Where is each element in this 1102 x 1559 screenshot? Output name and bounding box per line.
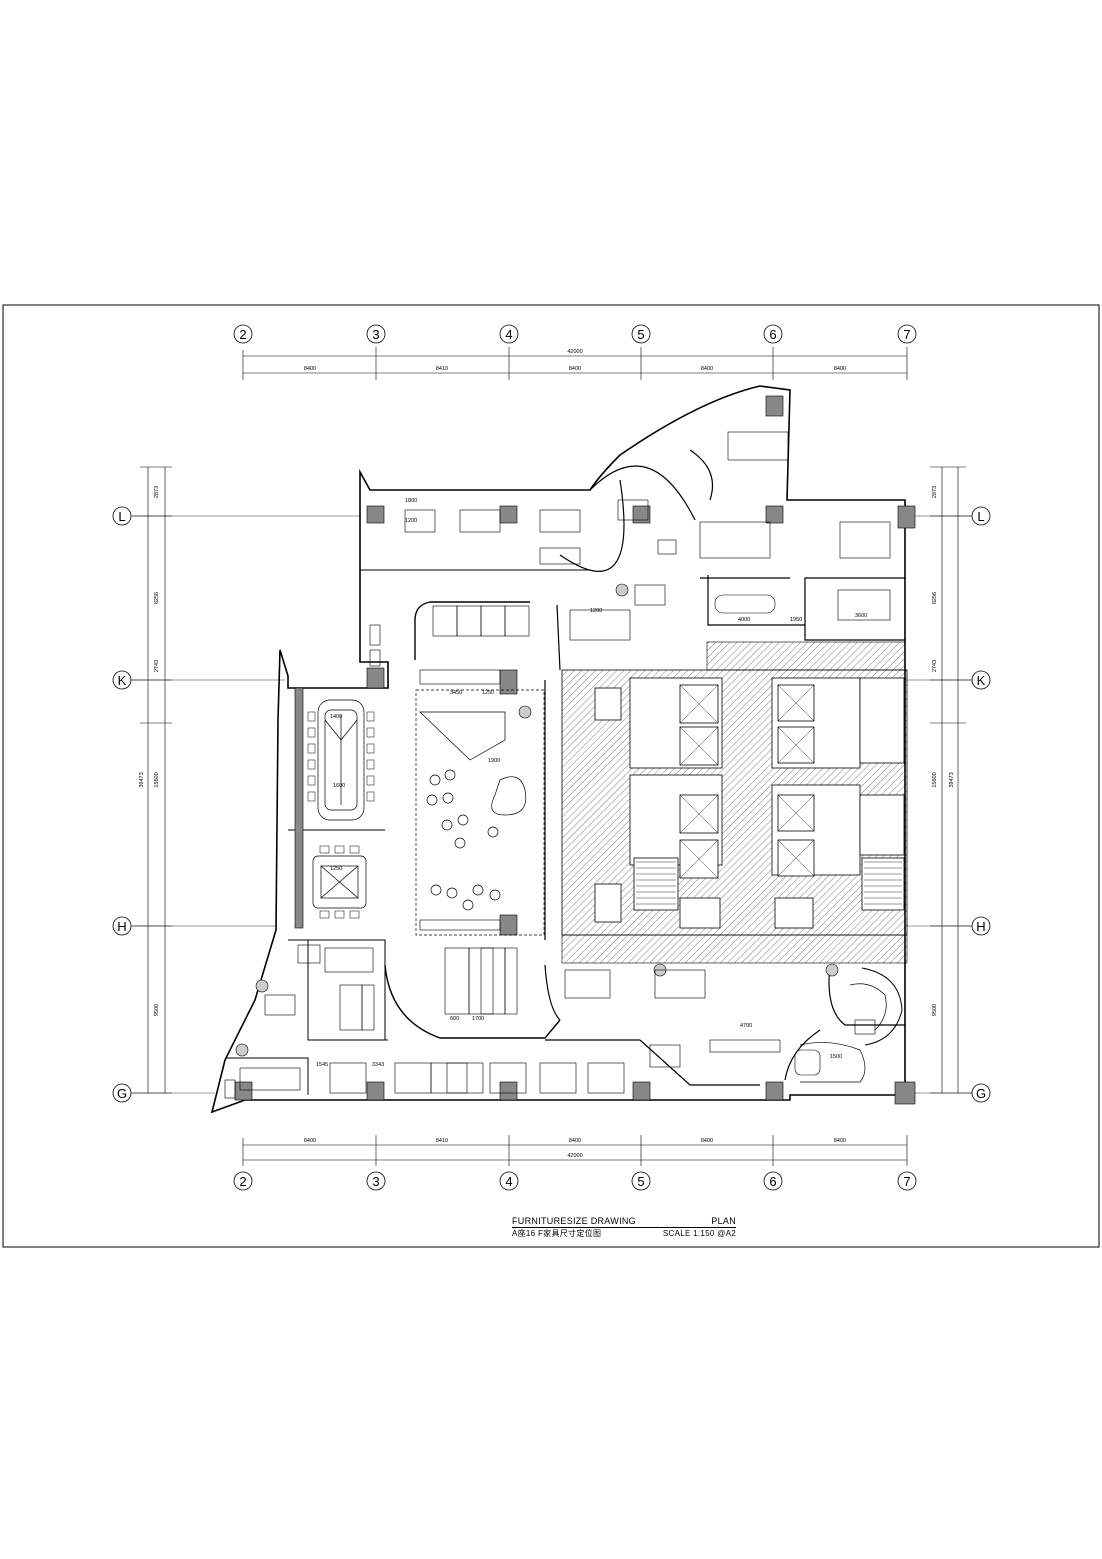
elevator-x-marks	[679, 684, 815, 879]
dim-label-9: 3600	[855, 613, 867, 619]
core-hatch-band-bottom	[561, 934, 908, 964]
dim-label-16: 1250	[330, 866, 342, 872]
subtitle-row: A座16 F家具尺寸定位图 SCALE 1:150 @A2	[512, 1228, 736, 1239]
top-total-dim: 42000	[567, 349, 582, 355]
grid-row-left-L: L	[118, 509, 125, 524]
top-span-2: 8410	[436, 366, 448, 372]
top-dimensions	[242, 347, 908, 380]
structural-columns	[234, 395, 916, 1105]
grid-row-left-G: G	[117, 1086, 127, 1101]
bottom-span-1: 8400	[304, 1138, 316, 1144]
dim-label-1: 1800	[405, 498, 417, 504]
dim-label-2: 1200	[405, 518, 417, 524]
grid-axis-lines	[131, 515, 972, 1094]
sheet-border	[2, 304, 1100, 1248]
conference-room	[312, 699, 367, 909]
dim-label-4: 1600	[333, 783, 345, 789]
title-row: FURNITURESIZE DRAWING PLAN	[512, 1216, 736, 1228]
building-outline	[210, 385, 906, 1114]
dim-label-14: 4700	[740, 1023, 752, 1029]
grid-col-top-2: 2	[239, 327, 246, 342]
right-dim-total: 39473	[949, 772, 955, 787]
drawing-view: PLAN	[711, 1216, 736, 1226]
bottom-span-5: 8400	[834, 1138, 846, 1144]
grid-row-right-K: K	[977, 673, 986, 688]
grid-row-left-H: H	[117, 919, 126, 934]
plant-icons	[235, 583, 839, 1057]
grid-col-top-5: 5	[637, 327, 644, 342]
bottom-grid-bubbles	[233, 1171, 917, 1191]
left-dim-9500: 9500	[154, 1004, 160, 1016]
grid-col-top-7: 7	[903, 327, 910, 342]
drawing-title: FURNITURESIZE DRAWING	[512, 1216, 636, 1226]
top-span-4: 8400	[701, 366, 713, 372]
dim-label-13: 1700	[472, 1016, 484, 1022]
right-dim-2743: 2743	[932, 660, 938, 672]
top-span-1: 8400	[304, 366, 316, 372]
bottom-dimensions	[242, 1135, 908, 1166]
dim-label-15: 1500	[830, 1054, 842, 1060]
dim-label-5: 3450	[450, 690, 462, 696]
grid-col-bottom-2: 2	[239, 1174, 246, 1189]
top-span-5: 8400	[834, 366, 846, 372]
bottom-span-4: 8400	[701, 1138, 713, 1144]
bottom-total-dim: 42000	[567, 1153, 582, 1159]
dim-label-11: 1200	[590, 608, 602, 614]
grid-col-bottom-3: 3	[372, 1174, 379, 1189]
left-dim-2873: 2873	[154, 486, 160, 498]
grid-row-right-H: H	[976, 919, 985, 934]
left-dim-total: 39473	[139, 772, 145, 787]
core-hatch-band-top	[706, 641, 906, 671]
left-dim-8256: 8256	[154, 592, 160, 604]
grid-col-bottom-6: 6	[769, 1174, 776, 1189]
right-dim-2873: 2873	[932, 486, 938, 498]
dim-label-8: 4000	[738, 617, 750, 623]
top-span-3: 8400	[569, 366, 581, 372]
grid-col-bottom-5: 5	[637, 1174, 644, 1189]
grid-col-bottom-4: 4	[505, 1174, 512, 1189]
grid-col-bottom-7: 7	[903, 1174, 910, 1189]
right-dim-15600: 15600	[932, 772, 938, 787]
drawing-title-cn: A座16 F家具尺寸定位图	[512, 1229, 602, 1238]
dim-label-17: 3343	[372, 1062, 384, 1068]
stair-treads	[636, 861, 902, 905]
dim-label-7: 1900	[488, 758, 500, 764]
bottom-span-2: 8410	[436, 1138, 448, 1144]
dim-label-12: 600	[450, 1016, 459, 1022]
workstations	[239, 431, 891, 1094]
right-dim-9500: 9500	[932, 1004, 938, 1016]
top-grid-bubbles	[233, 324, 917, 344]
right-dim-8256: 8256	[932, 592, 938, 604]
lounge-area	[415, 689, 903, 1083]
left-dim-15600: 15600	[154, 772, 160, 787]
left-dimensions	[132, 466, 172, 1094]
grid-col-top-3: 3	[372, 327, 379, 342]
misc-furniture	[224, 499, 876, 1099]
conference-chairs	[307, 711, 375, 919]
dim-label-6: 1250	[482, 690, 494, 696]
room-dim-labels: 1800 1200 1400 1600 3450 1250 1900 4000 …	[316, 498, 867, 1068]
grid-col-top-4: 4	[505, 327, 512, 342]
left-dim-2743: 2743	[154, 660, 160, 672]
grid-col-top-6: 6	[769, 327, 776, 342]
dim-label-18: 1545	[316, 1062, 328, 1068]
dim-label-10: 1950	[790, 617, 802, 623]
title-block: FURNITURESIZE DRAWING PLAN A座16 F家具尺寸定位图…	[512, 1216, 736, 1239]
grid-row-left-K: K	[118, 673, 127, 688]
grid-row-right-L: L	[977, 509, 984, 524]
grid-row-right-G: G	[976, 1086, 986, 1101]
drawing-scale: SCALE 1:150 @A2	[662, 1229, 736, 1238]
bottom-span-3: 8400	[569, 1138, 581, 1144]
dim-label-3: 1400	[330, 714, 342, 720]
